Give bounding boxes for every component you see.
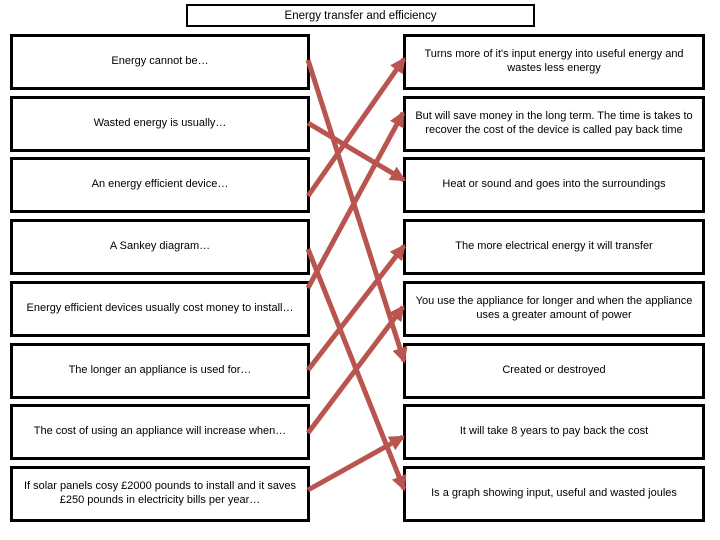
arrow-left2-to-right3: [306, 120, 406, 183]
slide-title: Energy transfer and efficiency: [186, 4, 535, 27]
right-box-2[interactable]: But will save money in the long term. Th…: [403, 96, 705, 152]
arrow-left6-to-right4: [306, 244, 406, 372]
arrow-left7-to-right5: [306, 305, 405, 435]
left-box-5[interactable]: Energy efficient devices usually cost mo…: [10, 281, 310, 337]
left-box-2[interactable]: Wasted energy is usually…: [10, 96, 310, 152]
right-box-3-text: Heat or sound and goes into the surround…: [442, 178, 666, 191]
right-box-2-text: But will save money in the long term. Th…: [415, 110, 693, 136]
right-box-6-text: Created or destroyed: [502, 364, 606, 377]
left-box-4-text: A Sankey diagram…: [109, 240, 211, 253]
right-box-4-text: The more electrical energy it will trans…: [455, 240, 653, 253]
arrow-left5-to-right2: [305, 110, 406, 290]
right-box-4[interactable]: The more electrical energy it will trans…: [403, 219, 705, 275]
left-box-1-text: Energy cannot be…: [111, 55, 209, 68]
arrow-left1-to-right6: [305, 59, 408, 364]
left-box-7-text: The cost of using an appliance will incr…: [33, 425, 287, 438]
arrow-left4-to-right8: [305, 248, 407, 492]
right-box-8[interactable]: Is a graph showing input, useful and was…: [403, 466, 705, 522]
left-box-4[interactable]: A Sankey diagram…: [10, 219, 310, 275]
right-box-3[interactable]: Heat or sound and goes into the surround…: [403, 157, 705, 213]
left-box-6[interactable]: The longer an appliance is used for…: [10, 343, 310, 399]
slide-title-text: Energy transfer and efficiency: [284, 9, 437, 22]
right-box-6[interactable]: Created or destroyed: [403, 343, 705, 399]
left-box-3[interactable]: An energy efficient device…: [10, 157, 310, 213]
left-box-7[interactable]: The cost of using an appliance will incr…: [10, 404, 310, 460]
left-box-6-text: The longer an appliance is used for…: [68, 364, 252, 377]
left-box-1[interactable]: Energy cannot be…: [10, 34, 310, 90]
left-box-8[interactable]: If solar panels cosy £2000 pounds to ins…: [10, 466, 310, 522]
left-box-2-text: Wasted energy is usually…: [93, 117, 227, 130]
right-box-7[interactable]: It will take 8 years to pay back the cos…: [403, 404, 705, 460]
right-box-1[interactable]: Turns more of it's input energy into use…: [403, 34, 705, 90]
arrow-left8-to-right7: [306, 434, 406, 493]
right-box-5-text: You use the appliance for longer and whe…: [415, 295, 693, 321]
left-box-5-text: Energy efficient devices usually cost mo…: [26, 302, 294, 315]
right-box-1-text: Turns more of it's input energy into use…: [424, 48, 684, 74]
right-box-7-text: It will take 8 years to pay back the cos…: [459, 425, 649, 438]
right-box-8-text: Is a graph showing input, useful and was…: [431, 487, 677, 500]
arrow-left3-to-right1: [305, 57, 407, 198]
left-box-3-text: An energy efficient device…: [91, 178, 229, 191]
right-box-5[interactable]: You use the appliance for longer and whe…: [403, 281, 705, 337]
left-box-8-text: If solar panels cosy £2000 pounds to ins…: [23, 480, 297, 506]
